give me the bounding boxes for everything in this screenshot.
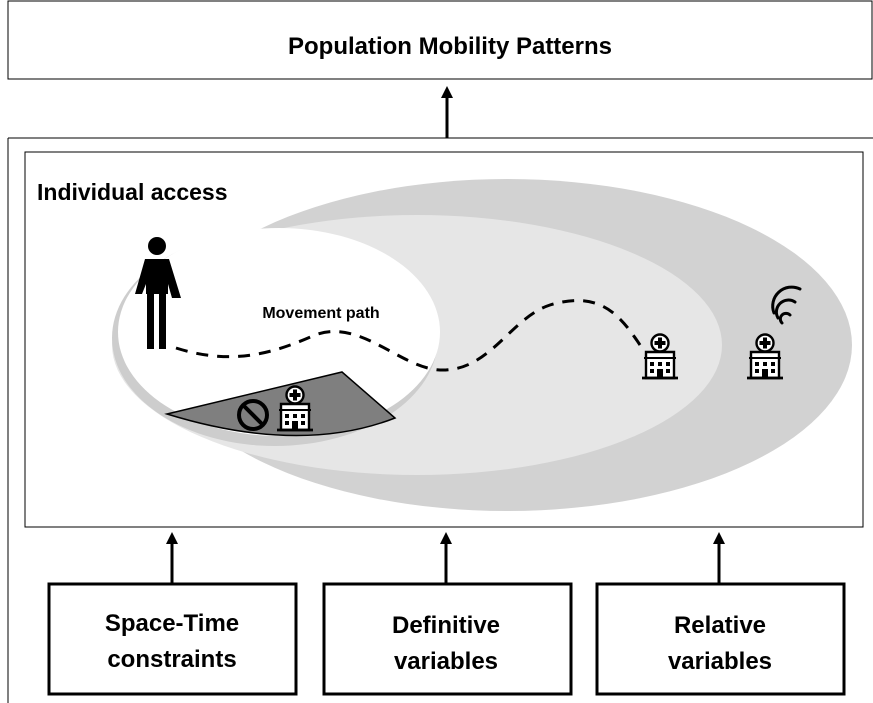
inner-ellipse (118, 228, 440, 436)
individual-access-box: Individual access Movement path (24, 151, 864, 528)
factor-relative: Relative variables (595, 532, 846, 696)
factor-space-time-line2: constraints (107, 646, 236, 673)
factor-relative-line2: variables (668, 648, 772, 675)
outer-frame (7, 137, 873, 703)
factor-definitive-line1: Definitive (392, 612, 500, 639)
movement-path-line (175, 299, 642, 372)
factor-space-time: Space-Time constraints (47, 532, 298, 696)
movement-path-label: Movement path (262, 305, 379, 322)
hospital-wifi-icon (745, 285, 802, 380)
factor-space-time-line1: Space-Time (105, 610, 239, 637)
individual-access-title: Individual access (37, 179, 227, 205)
factor-definitive-line2: variables (394, 648, 498, 675)
person-icon (135, 237, 181, 349)
no-entry-icon (237, 399, 269, 431)
population-mobility-title: Population Mobility Patterns (288, 33, 612, 60)
factor-definitive: Definitive variables (322, 532, 573, 696)
population-mobility-box: Population Mobility Patterns (7, 0, 873, 80)
factor-relative-line1: Relative (674, 612, 766, 639)
